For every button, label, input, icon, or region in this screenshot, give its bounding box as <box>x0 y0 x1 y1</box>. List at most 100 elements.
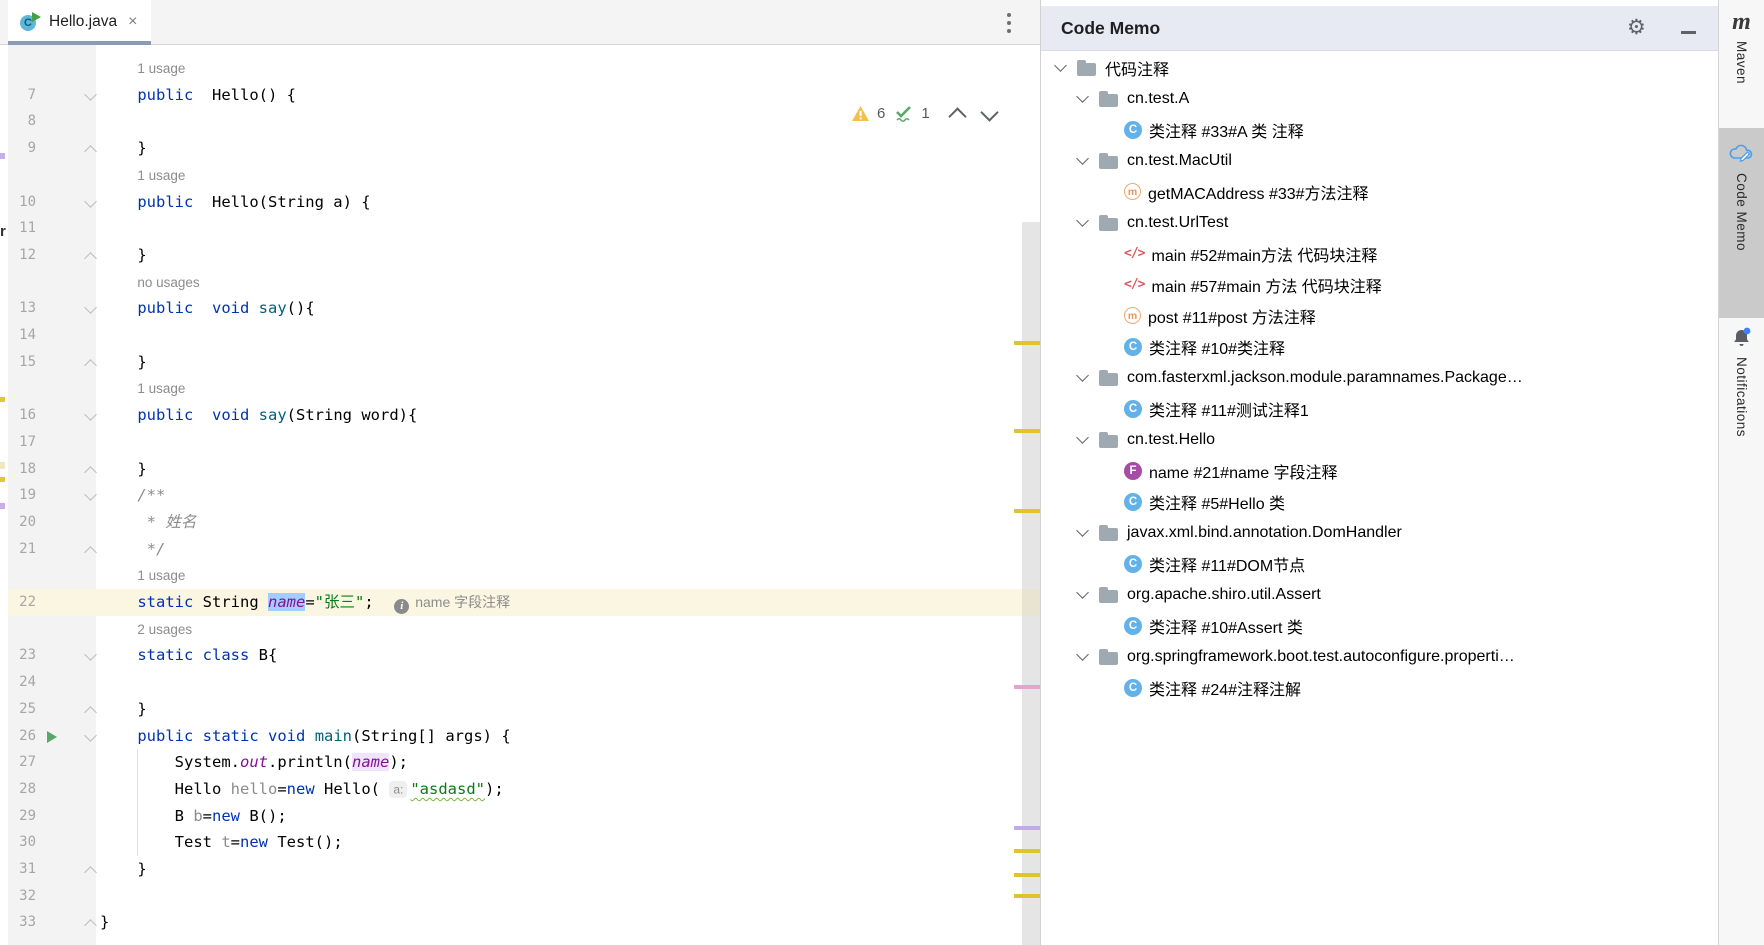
code-row[interactable]: 19 /** <box>0 482 1040 509</box>
fold-collapse-icon[interactable] <box>84 705 97 719</box>
pane-divider[interactable] <box>1040 0 1041 945</box>
code-line-text[interactable]: Test t=new Test(); <box>100 829 343 856</box>
minimize-icon[interactable] <box>1681 31 1696 34</box>
fold-expand-icon[interactable] <box>84 488 97 502</box>
code-row[interactable]: 28 Hello hello=new Hello( a:"asdasd"); <box>0 776 1040 803</box>
code-row[interactable]: 11 <box>0 215 1040 242</box>
code-line-text[interactable]: public void say(String word){ <box>100 402 417 429</box>
fold-collapse-icon[interactable] <box>84 358 97 372</box>
tree-folder-row[interactable]: org.springframework.boot.test.autoconfig… <box>1041 641 1718 672</box>
tree-folder-row[interactable]: 代码注释 <box>1041 52 1718 83</box>
code-row[interactable]: 17 <box>0 429 1040 456</box>
code-line-text[interactable]: public static void main(String[] args) { <box>100 723 510 750</box>
code-line-text[interactable]: } <box>100 856 146 883</box>
previous-problem-chevron-up-icon[interactable] <box>947 106 967 126</box>
warning-count[interactable]: 6 <box>877 105 886 122</box>
settings-gear-icon[interactable]: ⚙ <box>1627 16 1646 39</box>
sidebar-item-notifications[interactable]: Notifications <box>1719 326 1764 437</box>
chevron-down-icon[interactable] <box>1076 152 1089 165</box>
code-line-text[interactable]: B b=new B(); <box>100 803 287 830</box>
sidebar-item-code-memo[interactable]: Code Memo <box>1719 128 1764 318</box>
code-line-text[interactable]: static String name="张三"; i name 字段注释 <box>100 589 510 616</box>
code-row[interactable]: 20 * 姓名 <box>0 509 1040 536</box>
tree-folder-row[interactable]: cn.test.A <box>1041 83 1718 114</box>
code-row[interactable]: 24 <box>0 669 1040 696</box>
tree-folder-row[interactable]: cn.test.MacUtil <box>1041 145 1718 176</box>
code-row[interactable]: 2 usages <box>0 616 1040 643</box>
code-row[interactable]: 25 } <box>0 696 1040 723</box>
fold-expand-icon[interactable] <box>84 301 97 315</box>
chevron-down-icon[interactable] <box>1076 369 1089 382</box>
code-row[interactable]: 7 public Hello() { <box>0 82 1040 109</box>
chevron-down-icon[interactable] <box>1054 59 1067 72</box>
code-line-text[interactable]: } <box>100 242 146 269</box>
ok-check-icon[interactable] <box>892 104 914 123</box>
file-tab-hello-java[interactable]: C Hello.java × <box>8 0 152 45</box>
fold-collapse-icon[interactable] <box>84 252 97 265</box>
code-line-text[interactable]: static class B{ <box>100 642 277 669</box>
code-line-text[interactable]: 1 usage <box>100 162 185 189</box>
tree-folder-row[interactable]: org.apache.shiro.util.Assert <box>1041 579 1718 610</box>
code-row[interactable]: 32 <box>0 883 1040 910</box>
code-line-text[interactable]: * 姓名 <box>100 509 197 536</box>
code-line-text[interactable]: 2 usages <box>100 616 192 643</box>
run-main-icon[interactable] <box>47 730 57 743</box>
fold-expand-icon[interactable] <box>84 194 97 208</box>
code-line-text[interactable]: } <box>100 696 146 723</box>
code-line-text[interactable]: public Hello() { <box>100 82 296 109</box>
next-problem-chevron-down-icon[interactable] <box>979 103 999 122</box>
code-row[interactable]: 33} <box>0 909 1040 936</box>
code-line-text[interactable]: } <box>100 909 109 936</box>
code-row[interactable]: 12 } <box>0 242 1040 269</box>
code-line-text[interactable]: Hello hello=new Hello( a:"asdasd"); <box>100 776 504 804</box>
code-row[interactable]: 31 } <box>0 856 1040 883</box>
fold-expand-icon[interactable] <box>84 648 97 662</box>
code-row[interactable]: no usages <box>0 269 1040 296</box>
code-row[interactable]: 1 usage <box>0 375 1040 402</box>
fold-collapse-icon[interactable] <box>84 545 97 559</box>
chevron-down-icon[interactable] <box>1076 648 1089 661</box>
code-row[interactable]: 26 public static void main(String[] args… <box>0 723 1040 750</box>
fold-collapse-icon[interactable] <box>84 465 97 479</box>
fold-collapse-icon[interactable] <box>84 866 97 879</box>
code-line-text[interactable]: public Hello(String a) { <box>100 189 370 216</box>
close-tab-icon[interactable]: × <box>128 13 138 30</box>
code-row[interactable]: 30 Test t=new Test(); <box>0 829 1040 856</box>
code-row[interactable]: 21 */ <box>0 536 1040 563</box>
fold-expand-icon[interactable] <box>84 728 97 742</box>
code-row[interactable]: 8 <box>0 108 1040 135</box>
fold-expand-icon[interactable] <box>84 408 97 421</box>
code-line-text[interactable]: public void say(){ <box>100 295 314 322</box>
chevron-down-icon[interactable] <box>1076 214 1089 227</box>
code-row[interactable]: 18 } <box>0 456 1040 483</box>
code-row[interactable]: 23 static class B{ <box>0 642 1040 669</box>
code-line-text[interactable]: 1 usage <box>100 55 185 82</box>
editor-scrollbar-error-stripe[interactable] <box>1014 222 1040 945</box>
code-row[interactable]: 10 public Hello(String a) { <box>0 189 1040 216</box>
code-line-text[interactable]: 1 usage <box>100 562 185 589</box>
code-row[interactable]: 9 } <box>0 135 1040 162</box>
code-row[interactable]: 13 public void say(){ <box>0 295 1040 322</box>
code-line-text[interactable]: } <box>100 456 146 483</box>
code-line-text[interactable]: } <box>100 349 146 376</box>
chevron-down-icon[interactable] <box>1076 90 1089 103</box>
code-row[interactable]: 27 System.out.println(name); <box>0 749 1040 776</box>
fold-collapse-icon[interactable] <box>84 919 97 933</box>
code-row[interactable]: 1 usage <box>0 55 1040 82</box>
code-line-text[interactable]: no usages <box>100 269 199 296</box>
chevron-down-icon[interactable] <box>1076 524 1089 537</box>
tree-folder-row[interactable]: cn.test.Hello <box>1041 424 1718 455</box>
chevron-down-icon[interactable] <box>1076 431 1089 444</box>
code-line-text[interactable]: /** <box>100 482 165 509</box>
fold-expand-icon[interactable] <box>84 87 97 101</box>
